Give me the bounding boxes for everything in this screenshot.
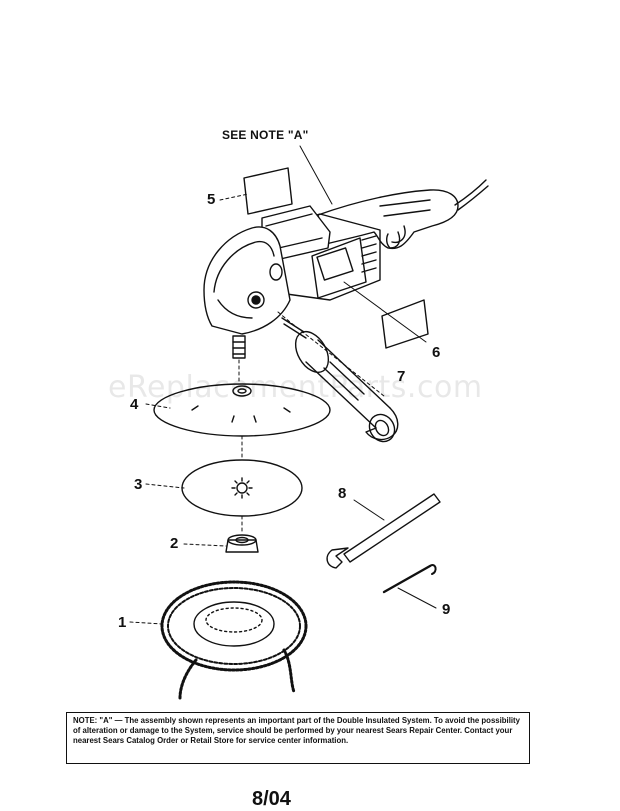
label-part-6 (381, 299, 429, 349)
callout-9: 9 (442, 601, 451, 618)
watermark-text: eReplacementParts.com (108, 370, 483, 405)
callout-2: 2 (170, 535, 179, 552)
callout-4: 4 (130, 396, 139, 413)
spanner-wrench (326, 493, 441, 569)
note-text: NOTE: "A" — The assembly shown represent… (73, 716, 520, 746)
callout-5: 5 (207, 191, 216, 208)
pad (181, 459, 303, 517)
callout-1: 1 (118, 614, 127, 631)
callout-7: 7 (397, 368, 406, 385)
callout-3: 3 (134, 476, 143, 493)
power-cord (454, 179, 489, 211)
side-handle (294, 331, 399, 443)
double-insulation-note-box: NOTE: "A" — The assembly shown represent… (66, 712, 530, 764)
callout-8: 8 (338, 485, 347, 502)
label-part-5 (243, 167, 293, 215)
note-reference-header: SEE NOTE "A" (222, 128, 309, 142)
hex-key (382, 564, 437, 594)
leader-lines (129, 145, 437, 625)
backing-plate (153, 383, 331, 437)
nut (225, 534, 259, 553)
callout-6: 6 (432, 344, 441, 361)
polisher-body (203, 189, 459, 359)
revision-date: 8/04 (252, 788, 291, 810)
bonnet (160, 580, 308, 700)
